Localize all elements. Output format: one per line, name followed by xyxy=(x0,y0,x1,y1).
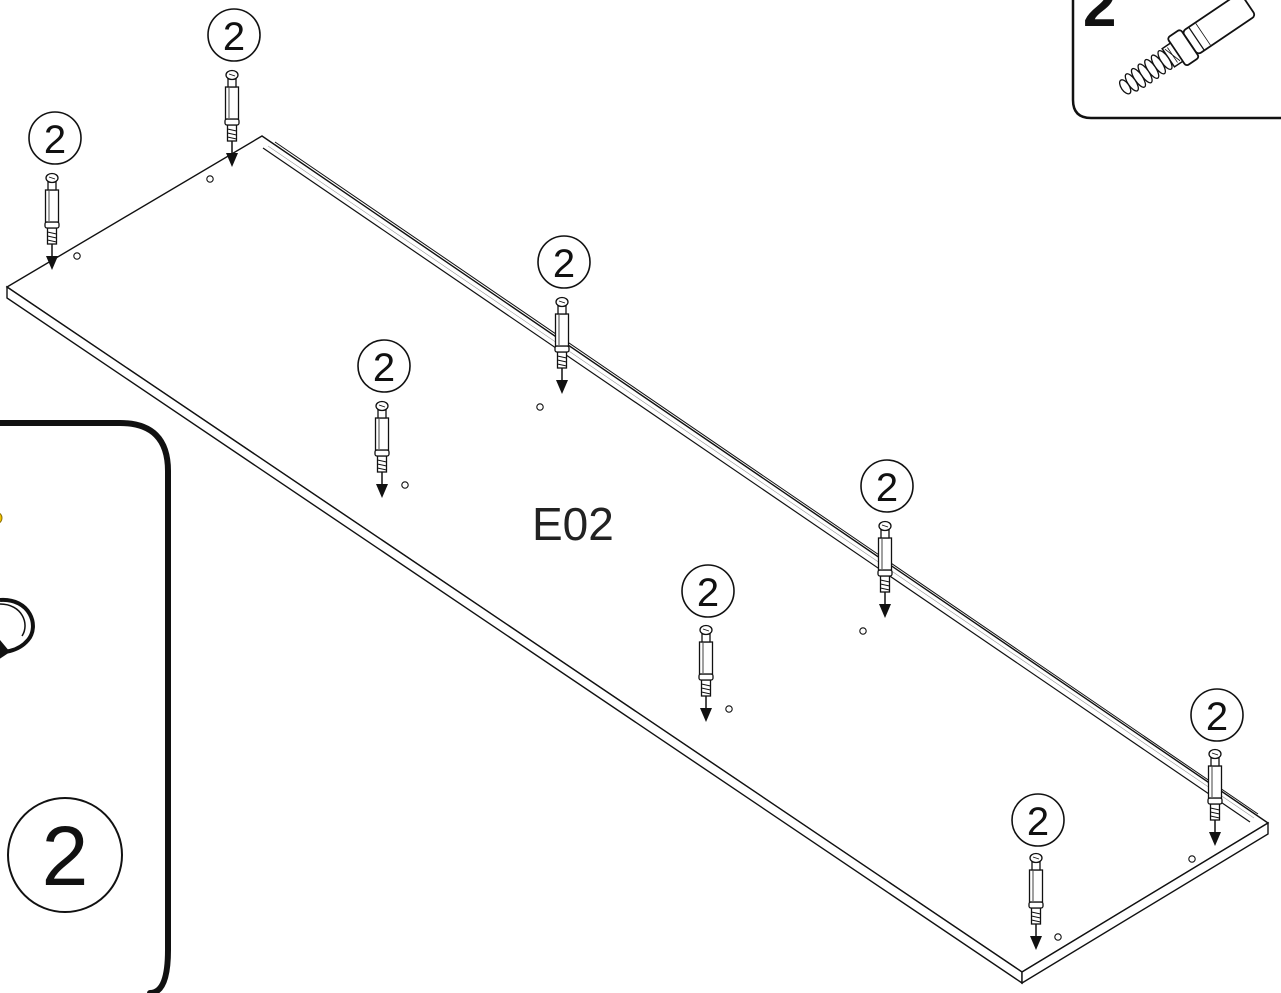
callout-quantity: 2 xyxy=(28,111,82,165)
panel-groove-inner xyxy=(274,141,1259,815)
panel-holes xyxy=(73,175,1196,941)
panel-side-edge xyxy=(1021,821,1269,985)
callout-quantity: 2 xyxy=(1190,688,1244,742)
callout-number: 2 xyxy=(876,466,898,510)
inset-left: 2 xyxy=(0,420,171,993)
panel-e02: E02 xyxy=(5,135,1270,985)
panel-top-face xyxy=(5,135,1270,973)
part-number: 2 xyxy=(1083,0,1116,39)
callouts: 2 2 2 2 2 2 2 2 xyxy=(28,8,1244,847)
quantity-circle xyxy=(7,797,123,913)
cam-dowel-icon xyxy=(1118,0,1256,95)
panel-label: E02 xyxy=(532,498,614,550)
callout-quantity: 2 xyxy=(860,459,914,513)
callout-number: 2 xyxy=(44,118,66,162)
callout-number: 2 xyxy=(697,571,719,615)
callout-number: 2 xyxy=(223,15,245,59)
callout-number: 2 xyxy=(373,346,395,390)
callout-quantity: 2 xyxy=(207,8,261,62)
callout-number: 2 xyxy=(553,242,575,286)
panel-groove xyxy=(262,147,1251,823)
inset-top-right: 2 xyxy=(1071,0,1281,120)
callout-quantity: 2 xyxy=(357,339,411,393)
callout-quantity: 2 xyxy=(681,564,735,618)
quantity-label: 2 xyxy=(42,809,89,903)
callout-quantity: 2 xyxy=(1011,793,1065,847)
callout-quantity: 2 xyxy=(537,235,591,289)
callout-number: 2 xyxy=(1027,800,1049,844)
cam-dowel-icon xyxy=(44,172,60,271)
callout-number: 2 xyxy=(1206,695,1228,739)
rotate-arrow-icon xyxy=(0,513,35,659)
